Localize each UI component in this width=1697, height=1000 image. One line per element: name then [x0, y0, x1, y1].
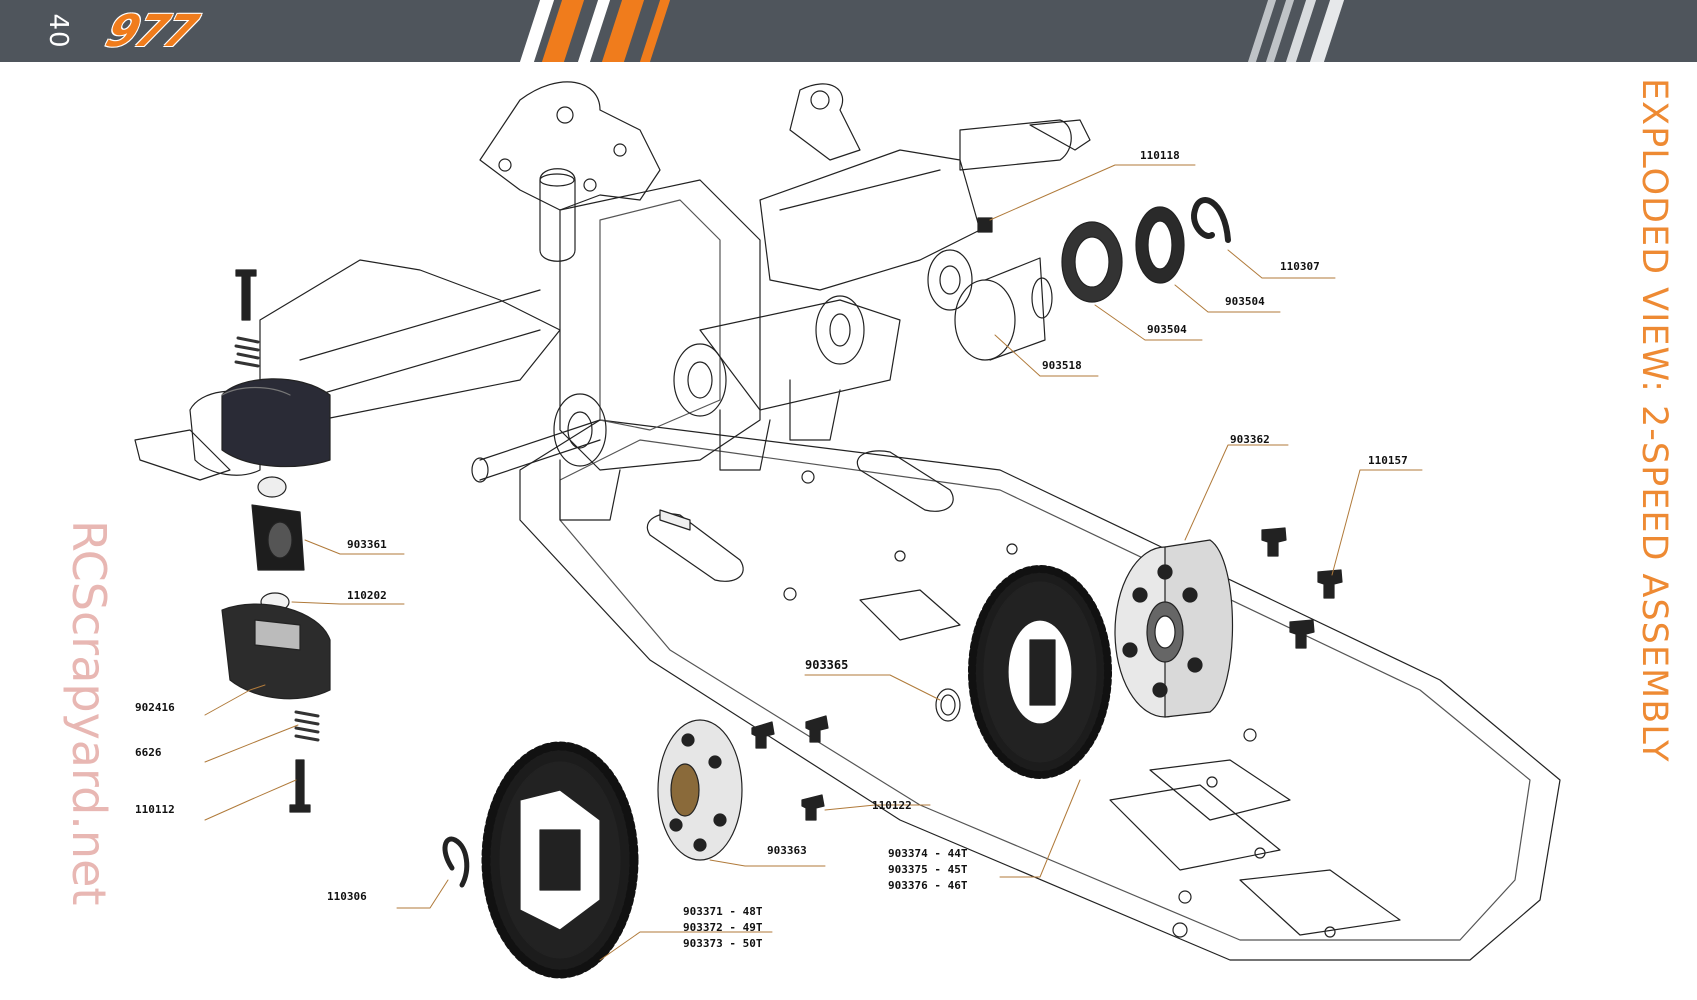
- clutch-bell: [1114, 527, 1343, 718]
- callout-903376-46t: 903376 - 46T: [888, 879, 968, 892]
- chassis-plate: [519, 419, 1561, 961]
- header-stripe: [601, 0, 645, 62]
- callout-903371-48t: 903371 - 48T: [683, 905, 763, 918]
- gear-hub: [657, 715, 829, 861]
- callout-903361: 903361: [347, 538, 387, 551]
- callout-110202: 110202: [347, 589, 387, 602]
- callout-902416: 902416: [135, 701, 175, 714]
- leader-lines: [204, 164, 1423, 961]
- page-title: EXPLODED VIEW: 2-SPEED ASSEMBLY: [1634, 78, 1674, 763]
- callout-903518: 903518: [1042, 359, 1082, 372]
- callout-903375-45t: 903375 - 45T: [888, 863, 968, 876]
- callout-6626: 6626: [135, 746, 162, 759]
- header-stripe: [1309, 0, 1345, 62]
- callout-903373-50t: 903373 - 50T: [683, 937, 763, 950]
- header-stripe: [639, 0, 671, 62]
- drive-parts-right: [954, 197, 1231, 361]
- callout-110307: 110307: [1280, 260, 1320, 273]
- exploded-view-drawing: [134, 81, 1561, 979]
- callout-903504-pulley: 903504: [1147, 323, 1187, 336]
- callout-903504-washer: 903504: [1225, 295, 1265, 308]
- watermark: RCScrapyard.net: [62, 520, 116, 906]
- callout-903372-49t: 903372 - 49T: [683, 921, 763, 934]
- callout-110157: 110157: [1368, 454, 1408, 467]
- callout-903374-44t: 903374 - 44T: [888, 847, 968, 860]
- spur-gear-large: [442, 741, 639, 979]
- callout-903363: 903363: [767, 844, 807, 857]
- callout-110118: 110118: [1140, 149, 1180, 162]
- spur-gear-small: [935, 565, 1112, 779]
- page-number: 40: [43, 13, 73, 49]
- callout-110112: 110112: [135, 803, 175, 816]
- callout-110306: 110306: [327, 890, 367, 903]
- left-parts-stack: [221, 269, 331, 813]
- brand-logo: 977: [99, 6, 203, 57]
- callout-903362: 903362: [1230, 433, 1270, 446]
- callout-903365: 903365: [805, 658, 849, 672]
- header-bar: 40 977: [0, 0, 1697, 62]
- callout-110122: 110122: [872, 799, 912, 812]
